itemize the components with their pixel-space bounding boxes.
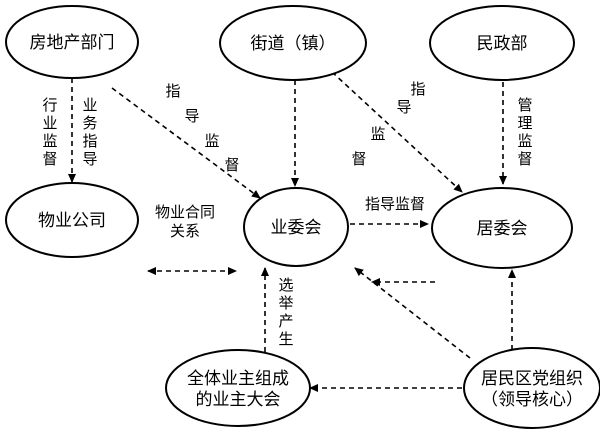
char: 监	[42, 132, 57, 150]
char: 指	[165, 82, 180, 100]
node-label-line-1: 全体业主组成	[187, 369, 289, 389]
char: 行	[42, 96, 57, 114]
char: 监	[204, 132, 219, 150]
label-industry-supervision: 行 业 监 督	[42, 96, 57, 168]
node-residents-committee: 居委会	[431, 187, 573, 269]
label-guidance-supervision-left: 指 导 监 督	[165, 82, 239, 174]
char: 导	[396, 98, 411, 116]
edge-real-estate-to-owners-committee	[111, 87, 261, 199]
edge-party-org-to-owners-committee-diag	[354, 267, 471, 359]
label-election: 选 举 产 生	[278, 276, 293, 348]
label-property-contract: 物业合同 关系	[155, 203, 215, 240]
edges	[68, 71, 516, 392]
node-label: 业委会	[271, 218, 322, 238]
char: 监	[370, 125, 385, 143]
char: 务	[82, 114, 97, 132]
node-label-line-2: 的业主大会	[196, 390, 281, 410]
node-label: 民政部	[477, 34, 528, 54]
char: 指	[82, 132, 97, 150]
char: 产	[278, 312, 293, 330]
char: 举	[278, 294, 293, 312]
char: 监	[517, 132, 532, 150]
char: 管	[517, 96, 532, 114]
label-guidance-supervision-horizontal: 指导监督	[365, 195, 425, 213]
char: 督	[517, 150, 532, 168]
edge-subdistrict-to-residents-committee	[331, 71, 463, 193]
label-business-guidance: 业 务 指 导	[82, 96, 97, 168]
node-civil-affairs: 民政部	[429, 5, 575, 81]
char: 业	[42, 114, 57, 132]
char: 督	[224, 156, 239, 174]
char: 理	[517, 114, 532, 132]
node-label: 房地产部门	[30, 33, 115, 53]
char: 指	[410, 80, 425, 98]
label-management-supervision: 管 理 监 督	[517, 96, 532, 168]
node-party-org: 居民区党组织 （领导核心）	[463, 347, 600, 429]
char: 选	[278, 276, 293, 294]
node-label: 物业公司	[38, 211, 106, 231]
node-property-company: 物业公司	[5, 182, 139, 258]
node-label: 居委会	[477, 219, 528, 239]
line: 物业合同	[155, 203, 215, 221]
node-real-estate-dept: 房地产部门	[5, 5, 139, 79]
label-guidance-supervision-right: 指 导 监 督	[351, 80, 425, 168]
node-subdistrict: 街道（镇）	[219, 5, 367, 81]
char: 督	[42, 150, 57, 168]
char: 导	[184, 107, 199, 125]
char: 督	[351, 150, 366, 168]
node-owners-committee: 业委会	[243, 187, 349, 267]
char: 导	[82, 150, 97, 168]
line: 关系	[170, 222, 200, 240]
char: 业	[82, 96, 97, 114]
node-label-line-2: （领导核心）	[481, 390, 583, 410]
node-label: 街道（镇）	[251, 34, 336, 54]
node-owners-assembly: 全体业主组成 的业主大会	[165, 349, 311, 427]
char: 生	[278, 330, 293, 348]
node-label-line-1: 居民区党组织	[481, 369, 583, 389]
